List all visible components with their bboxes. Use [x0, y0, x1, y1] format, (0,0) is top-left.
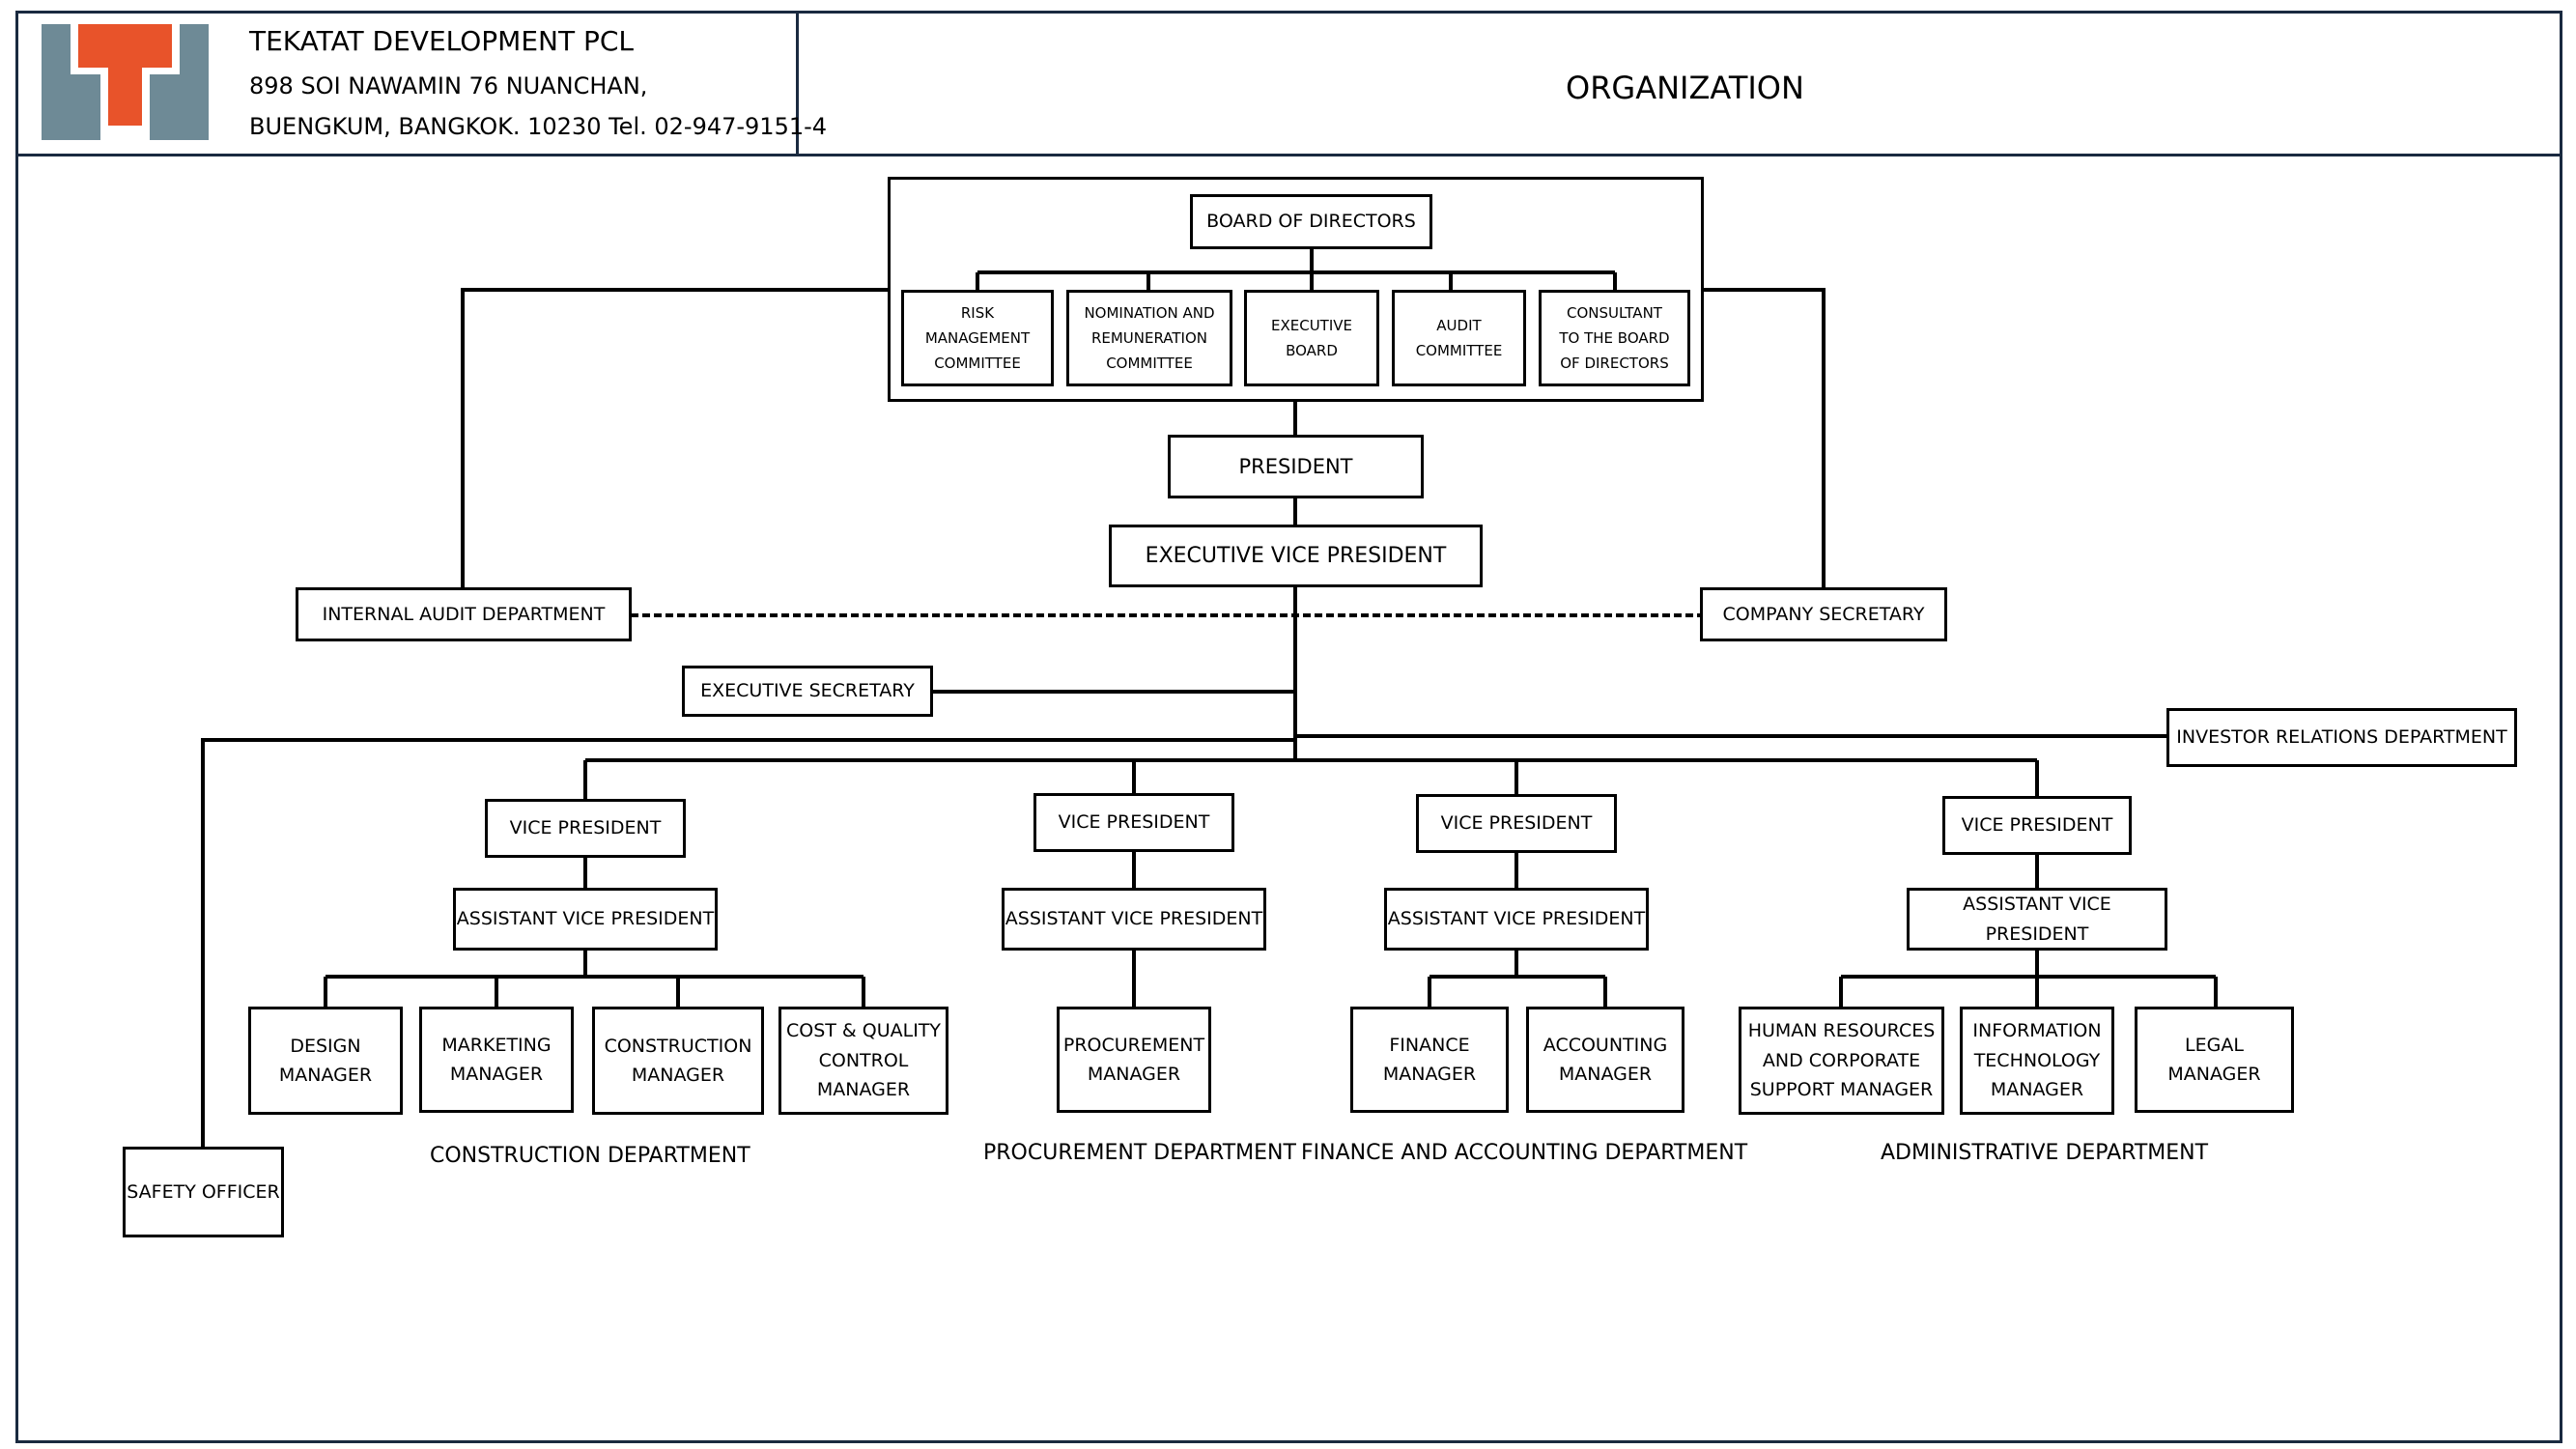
board-to-company-secretary — [1702, 288, 1826, 587]
finance-avp-box: ASSISTANT VICE PRESIDENT — [1384, 888, 1649, 951]
nomination-remuneration-committee-box: NOMINATION AND REMUNERATION COMMITTEE — [1066, 290, 1232, 386]
page-frame — [15, 11, 2562, 1443]
investor-relations-department-box: INVESTOR RELATIONS DEPARTMENT — [2166, 708, 2517, 767]
information-technology-manager-box: INFORMATION TECHNOLOGY MANAGER — [1960, 1007, 2114, 1115]
vp-bus — [583, 758, 2039, 801]
executive-vice-president-box: EXECUTIVE VICE PRESIDENT — [1109, 525, 1483, 587]
construction-avp-box: ASSISTANT VICE PRESIDENT — [453, 888, 718, 951]
construction-vp-box: VICE PRESIDENT — [485, 799, 686, 858]
executive-board-box: EXECUTIVE BOARD — [1244, 290, 1379, 386]
finance-bus — [1428, 949, 1607, 1009]
admin-bus — [1839, 949, 2218, 1009]
company-name: TEKATAT DEVELOPMENT PCL — [249, 25, 635, 57]
safety-officer-link — [201, 738, 1295, 1147]
board-to-committees — [976, 247, 1617, 290]
accounting-manager-box: ACCOUNTING MANAGER — [1526, 1007, 1684, 1113]
legal-manager-box: LEGAL MANAGER — [2135, 1007, 2294, 1113]
hr-corporate-support-manager-box: HUMAN RESOURCES AND CORPORATE SUPPORT MA… — [1739, 1007, 1944, 1115]
admin-avp-box: ASSISTANT VICE PRESIDENT — [1907, 888, 2167, 951]
admin-vp-box: VICE PRESIDENT — [1942, 796, 2132, 855]
consultant-board-box: CONSULTANT TO THE BOARD OF DIRECTORS — [1539, 290, 1690, 386]
executive-secretary-box: EXECUTIVE SECRETARY — [682, 666, 933, 717]
procurement-avp-box: ASSISTANT VICE PRESIDENT — [1002, 888, 1266, 951]
board-to-internal-audit — [461, 288, 888, 587]
construction-department-label: CONSTRUCTION DEPARTMENT — [430, 1144, 750, 1168]
header-vertical-divider — [796, 11, 799, 155]
internal-audit-department-box: INTERNAL AUDIT DEPARTMENT — [296, 587, 632, 641]
safety-officer-box: SAFETY OFFICER — [123, 1147, 284, 1237]
construction-manager-box: CONSTRUCTION MANAGER — [592, 1007, 764, 1115]
procurement-department-label: PROCUREMENT DEPARTMENT — [983, 1141, 1296, 1165]
construction-bus — [324, 949, 865, 1009]
cost-quality-control-manager-box: COST & QUALITY CONTROL MANAGER — [778, 1007, 948, 1115]
audit-committee-box: AUDIT COMMITTEE — [1392, 290, 1526, 386]
finance-manager-box: FINANCE MANAGER — [1350, 1007, 1509, 1113]
administrative-department-label: ADMINISTRATIVE DEPARTMENT — [1881, 1141, 2209, 1165]
risk-management-committee-box: RISK MANAGEMENT COMMITTEE — [901, 290, 1054, 386]
president-box: PRESIDENT — [1168, 435, 1424, 498]
finance-vp-box: VICE PRESIDENT — [1416, 794, 1617, 853]
board-of-directors-box: BOARD OF DIRECTORS — [1190, 194, 1432, 249]
logo-t-orange — [78, 24, 172, 126]
design-manager-box: DESIGN MANAGER — [248, 1007, 403, 1115]
address-line-1: 898 SOI NAWAMIN 76 NUANCHAN, — [249, 72, 648, 99]
board-container — [888, 177, 1704, 402]
procurement-vp-box: VICE PRESIDENT — [1033, 793, 1234, 852]
finance-accounting-department-label: FINANCE AND ACCOUNTING DEPARTMENT — [1301, 1141, 1748, 1165]
marketing-manager-box: MARKETING MANAGER — [419, 1007, 574, 1113]
vp-to-avp — [583, 850, 2039, 890]
connector-group — [201, 247, 2218, 1147]
procurement-manager-box: PROCUREMENT MANAGER — [1057, 1007, 1211, 1113]
header-divider — [15, 154, 2562, 156]
page-title: ORGANIZATION — [1566, 70, 1804, 106]
company-secretary-box: COMPANY SECRETARY — [1700, 587, 1947, 641]
company-logo — [42, 24, 209, 140]
address-line-2: BUENGKUM, BANGKOK. 10230 Tel. 02-947-915… — [249, 113, 828, 140]
